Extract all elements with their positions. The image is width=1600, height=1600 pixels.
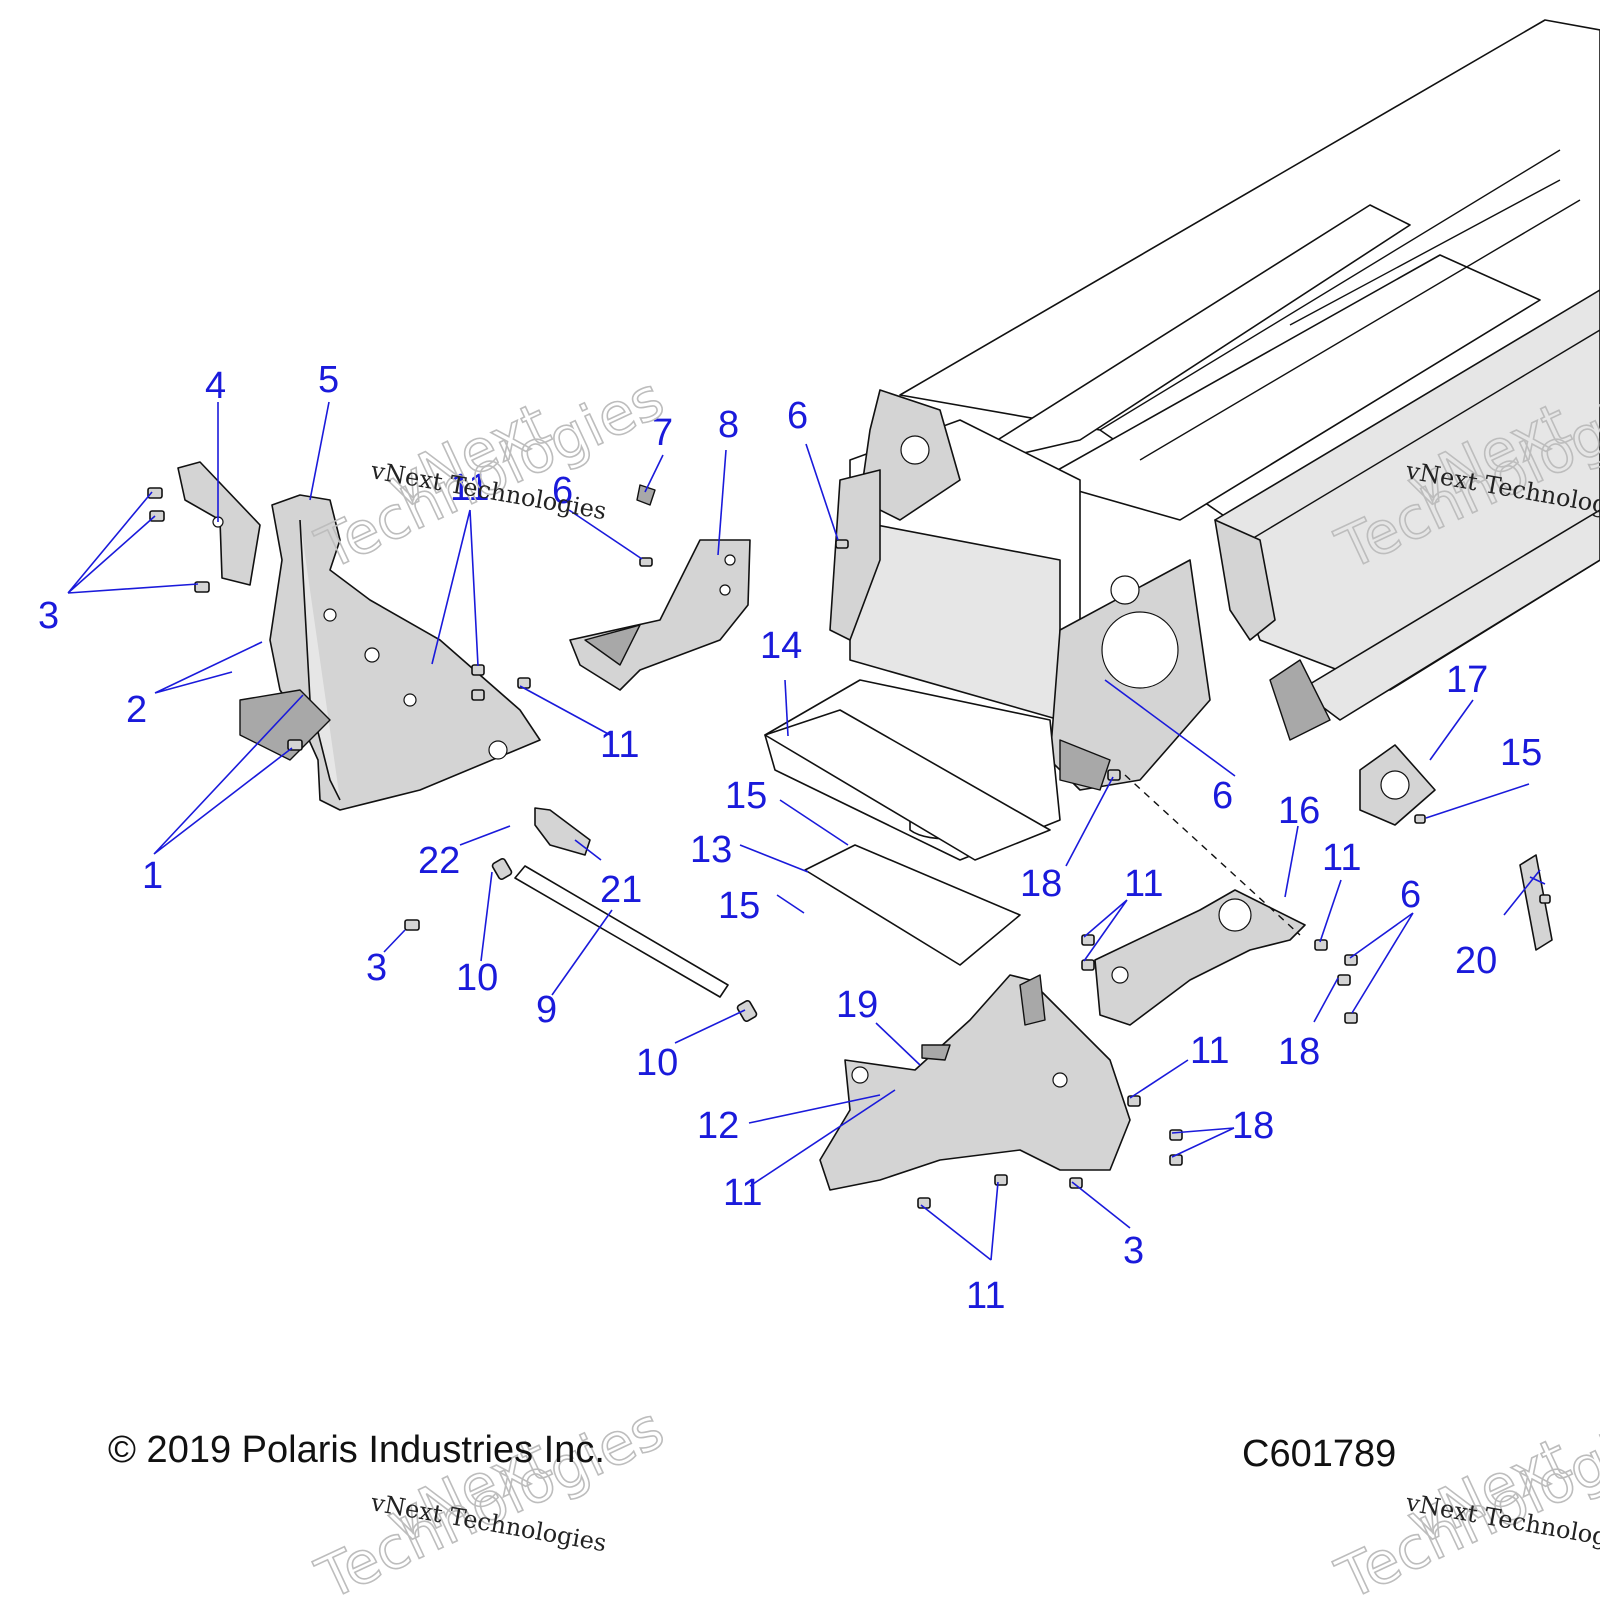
watermark-big: Technologies [306, 1394, 673, 1600]
callout-14: 14 [760, 625, 802, 667]
callout-22: 22 [418, 840, 460, 882]
callout-20: 20 [1455, 940, 1497, 982]
clip-20 [1519, 854, 1553, 951]
callout-11: 11 [723, 1172, 762, 1214]
callout-10: 10 [456, 957, 498, 999]
bulkhead-19 [819, 974, 1131, 1191]
callout-13: 13 [690, 829, 732, 871]
gasket-17 [1359, 744, 1436, 826]
callout-17: 17 [1446, 659, 1488, 701]
callout-labels: 4 5 3 2 1 3 11 11 7 6 8 6 22 21 10 9 10 … [38, 359, 1542, 1317]
callout-21: 21 [600, 869, 642, 911]
callout-12: 12 [697, 1105, 739, 1147]
diagram-code: C601789 [1242, 1433, 1396, 1475]
callout-11: 11 [1124, 863, 1163, 905]
callout-11: 11 [1322, 837, 1361, 879]
tunnel-assembly [764, 19, 1600, 861]
callout-15: 15 [725, 775, 767, 817]
callout-6: 6 [552, 470, 573, 512]
callout-9: 9 [536, 989, 557, 1031]
callout-7: 7 [652, 412, 673, 454]
arm-16 [1094, 889, 1306, 1026]
leader-lines [67, 401, 1546, 1261]
callout-3: 3 [38, 595, 59, 637]
callout-8: 8 [718, 404, 739, 446]
callout-3: 3 [1123, 1230, 1144, 1272]
copyright-text: © 2019 Polaris Industries Inc. [108, 1429, 605, 1471]
callout-6: 6 [1400, 874, 1421, 916]
floor-plate-14 [764, 709, 1051, 861]
callout-11: 11 [1190, 1030, 1229, 1072]
watermark-big: Technologies [306, 364, 673, 584]
callout-15: 15 [718, 885, 760, 927]
callout-1: 1 [142, 855, 163, 897]
callout-15: 15 [1500, 732, 1542, 774]
callout-18: 18 [1020, 863, 1062, 905]
shaft-9 [491, 858, 758, 1022]
callout-6: 6 [787, 395, 808, 437]
callout-11: 11 [966, 1275, 1005, 1317]
callout-3: 3 [366, 947, 387, 989]
watermark-big: Technologies [1326, 1394, 1600, 1600]
alignment-line [1124, 774, 1301, 936]
bracket-21 [534, 807, 591, 856]
callout-2: 2 [126, 689, 147, 731]
callout-10: 10 [636, 1042, 678, 1084]
callout-11: 11 [600, 724, 639, 766]
bracket-8 [569, 539, 751, 691]
bulkhead-left [177, 461, 541, 811]
callout-6: 6 [1212, 775, 1233, 817]
callout-18: 18 [1278, 1031, 1320, 1073]
callout-5: 5 [318, 359, 339, 401]
plate-13 [804, 844, 1021, 966]
callout-19: 19 [836, 984, 878, 1026]
callout-4: 4 [205, 365, 226, 407]
callout-16: 16 [1278, 790, 1320, 832]
callout-11: 11 [450, 467, 489, 509]
callout-18: 18 [1232, 1105, 1274, 1147]
